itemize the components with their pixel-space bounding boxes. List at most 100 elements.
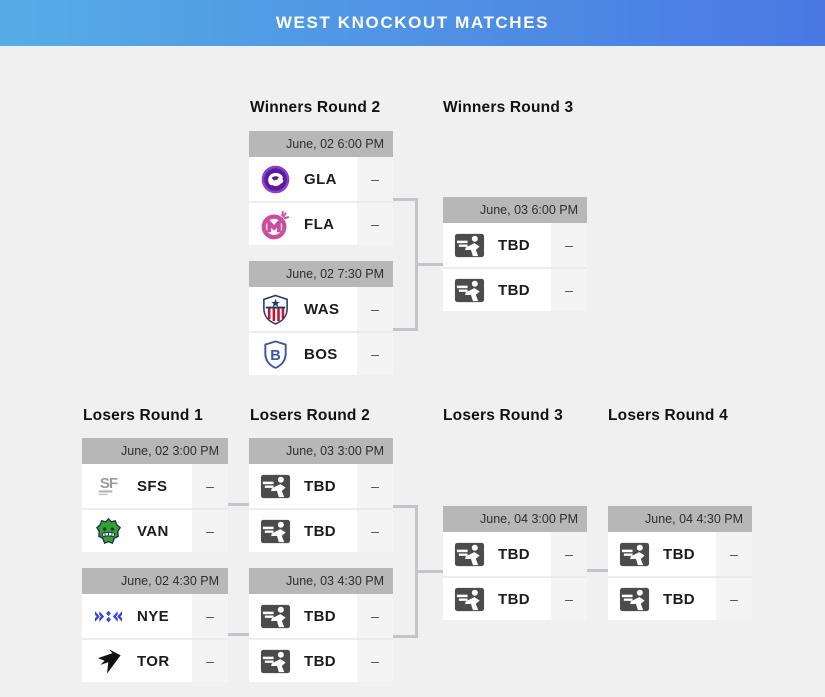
bracket-connector: [391, 198, 418, 201]
team-score: –: [357, 594, 393, 638]
match-datetime: June, 04 3:00 PM: [443, 506, 587, 532]
team-abbr: TBD: [304, 652, 337, 670]
tbd-logo-icon: [260, 601, 291, 632]
match-card-lr2-2[interactable]: June, 03 4:30 PM TBD – TBD –: [249, 568, 393, 682]
team-abbr: TBD: [663, 590, 696, 608]
team-abbr: NYE: [137, 607, 170, 625]
match-card-lr1-1[interactable]: June, 02 3:00 PM SFS – VAN –: [82, 438, 228, 552]
team-abbr: TBD: [498, 281, 531, 299]
match-datetime: June, 02 4:30 PM: [82, 568, 228, 594]
tbd-logo-icon: [260, 516, 291, 547]
match-datetime: June, 03 6:00 PM: [443, 197, 587, 223]
match-card-wr2-1[interactable]: June, 02 6:00 PM GLA – FLA –: [249, 131, 393, 245]
team-row: TBD –: [249, 464, 393, 508]
team-score: –: [357, 157, 393, 201]
team-row: TBD –: [443, 576, 587, 620]
team-score: –: [357, 464, 393, 508]
team-row: TBD –: [249, 508, 393, 552]
team-score: –: [716, 532, 752, 576]
team-row: NYE –: [82, 594, 228, 638]
team-row: SFS –: [82, 464, 228, 508]
team-score: –: [551, 576, 587, 620]
team-score: –: [192, 594, 228, 638]
match-datetime: June, 02 3:00 PM: [82, 438, 228, 464]
header-banner: WEST KNOCKOUT MATCHES: [0, 0, 825, 46]
tor-logo-icon: [93, 646, 124, 677]
match-card-wr2-2[interactable]: June, 02 7:30 PM WAS – BOS –: [249, 261, 393, 375]
team-row: TBD –: [249, 594, 393, 638]
team-row: TBD –: [608, 576, 752, 620]
tbd-logo-icon: [454, 584, 485, 615]
team-row: GLA –: [249, 157, 393, 201]
bracket-connector: [391, 635, 418, 638]
label-winners-round-2: Winners Round 2: [250, 99, 381, 116]
fla-logo-icon: [260, 209, 291, 240]
tbd-logo-icon: [619, 584, 650, 615]
tbd-logo-icon: [619, 539, 650, 570]
team-score: –: [551, 223, 587, 267]
match-card-wr3-1[interactable]: June, 03 6:00 PM TBD – TBD –: [443, 197, 587, 311]
team-abbr: TBD: [498, 236, 531, 254]
match-card-lr3-1[interactable]: June, 04 3:00 PM TBD – TBD –: [443, 506, 587, 620]
team-abbr: TBD: [663, 545, 696, 563]
team-row: TBD –: [443, 223, 587, 267]
label-losers-round-2: Losers Round 2: [250, 407, 370, 424]
label-losers-round-1: Losers Round 1: [83, 407, 203, 424]
team-score: –: [357, 638, 393, 682]
team-score: –: [551, 267, 587, 311]
bracket-connector: [225, 503, 249, 506]
team-score: –: [192, 464, 228, 508]
team-score: –: [551, 532, 587, 576]
sfs-logo-icon: [93, 471, 124, 502]
match-datetime: June, 04 4:30 PM: [608, 506, 752, 532]
team-abbr: VAN: [137, 522, 169, 540]
label-losers-round-4: Losers Round 4: [608, 407, 728, 424]
team-row: BOS –: [249, 331, 393, 375]
bracket-connector: [391, 328, 418, 331]
team-row: TOR –: [82, 638, 228, 682]
team-abbr: SFS: [137, 477, 168, 495]
team-score: –: [192, 508, 228, 552]
tbd-logo-icon: [454, 230, 485, 261]
team-abbr: TBD: [498, 590, 531, 608]
team-row: TBD –: [249, 638, 393, 682]
label-losers-round-3: Losers Round 3: [443, 407, 563, 424]
page-title: WEST KNOCKOUT MATCHES: [275, 13, 550, 32]
team-score: –: [357, 508, 393, 552]
was-logo-icon: [260, 294, 291, 325]
bracket-connector: [415, 263, 443, 266]
tbd-logo-icon: [454, 275, 485, 306]
team-row: VAN –: [82, 508, 228, 552]
match-card-lr4-1[interactable]: June, 04 4:30 PM TBD – TBD –: [608, 506, 752, 620]
team-abbr: FLA: [304, 215, 335, 233]
nye-logo-icon: [93, 601, 124, 632]
team-abbr: WAS: [304, 300, 340, 318]
team-abbr: TBD: [498, 545, 531, 563]
team-score: –: [192, 638, 228, 682]
label-winners-round-3: Winners Round 3: [443, 99, 574, 116]
match-card-lr1-2[interactable]: June, 02 4:30 PM NYE – TOR –: [82, 568, 228, 682]
team-abbr: TBD: [304, 607, 337, 625]
bracket-connector: [225, 633, 249, 636]
team-score: –: [357, 331, 393, 375]
bracket-connector: [415, 570, 443, 573]
team-score: –: [716, 576, 752, 620]
tbd-logo-icon: [260, 646, 291, 677]
bracket-connector: [391, 505, 418, 508]
team-abbr: TOR: [137, 652, 170, 670]
team-row: TBD –: [443, 532, 587, 576]
team-row: TBD –: [443, 267, 587, 311]
team-abbr: BOS: [304, 345, 338, 363]
match-card-lr2-1[interactable]: June, 03 3:00 PM TBD – TBD –: [249, 438, 393, 552]
gla-logo-icon: [260, 164, 291, 195]
match-datetime: June, 02 6:00 PM: [249, 131, 393, 157]
team-abbr: TBD: [304, 522, 337, 540]
van-logo-icon: [93, 516, 124, 547]
match-datetime: June, 03 4:30 PM: [249, 568, 393, 594]
team-score: –: [357, 201, 393, 245]
bracket-connector: [585, 569, 608, 572]
team-row: TBD –: [608, 532, 752, 576]
match-datetime: June, 03 3:00 PM: [249, 438, 393, 464]
team-abbr: TBD: [304, 477, 337, 495]
